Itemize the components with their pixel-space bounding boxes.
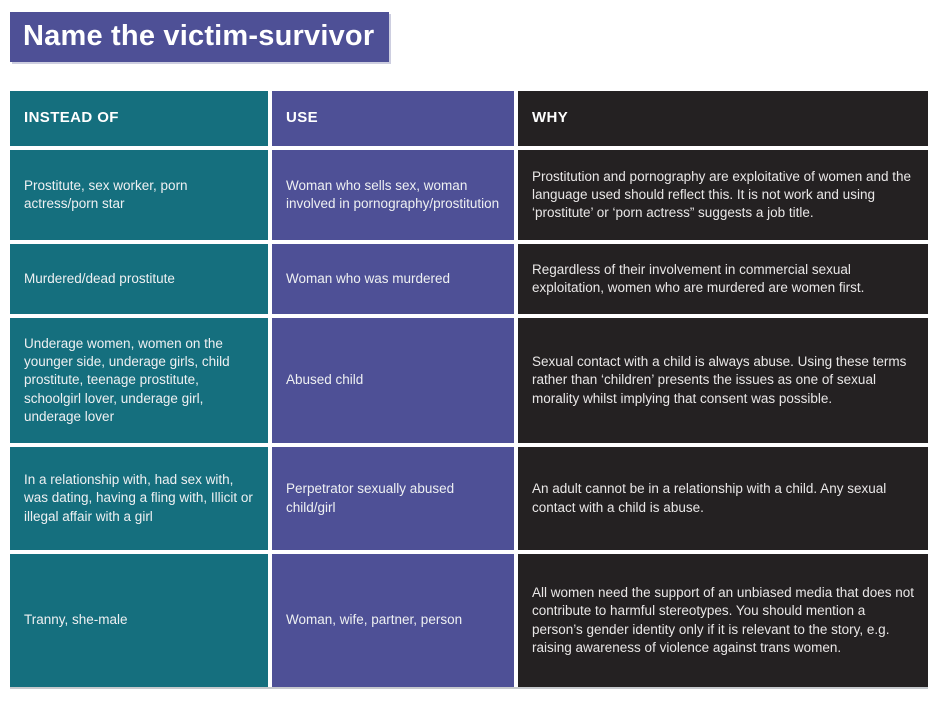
cell-use: Perpetrator sexually abused child/girl xyxy=(272,447,514,550)
cell-instead-of: In a relationship with, had sex with, wa… xyxy=(10,447,268,550)
page-title: Name the victim-survivor xyxy=(10,12,390,62)
cell-use: Woman, wife, partner, person xyxy=(272,554,514,687)
cell-instead-of: Underage women, women on the younger sid… xyxy=(10,318,268,443)
terminology-table: INSTEAD OF USE WHY Prostitute, sex worke… xyxy=(10,91,928,687)
cell-why: An adult cannot be in a relationship wit… xyxy=(518,447,928,550)
header-cell-use: USE xyxy=(272,91,514,146)
cell-why: All women need the support of an unbiase… xyxy=(518,554,928,687)
cell-why: Sexual contact with a child is always ab… xyxy=(518,318,928,443)
header-cell-why: WHY xyxy=(518,91,928,146)
cell-use: Woman who was murdered xyxy=(272,244,514,314)
cell-why: Regardless of their involvement in comme… xyxy=(518,244,928,314)
header-cell-instead-of: INSTEAD OF xyxy=(10,91,268,146)
cell-why: Prostitution and pornography are exploit… xyxy=(518,150,928,240)
cell-use: Abused child xyxy=(272,318,514,443)
cell-instead-of: Prostitute, sex worker, porn actress/por… xyxy=(10,150,268,240)
cell-instead-of: Tranny, she-male xyxy=(10,554,268,687)
cell-instead-of: Murdered/dead prostitute xyxy=(10,244,268,314)
cell-use: Woman who sells sex, woman involved in p… xyxy=(272,150,514,240)
